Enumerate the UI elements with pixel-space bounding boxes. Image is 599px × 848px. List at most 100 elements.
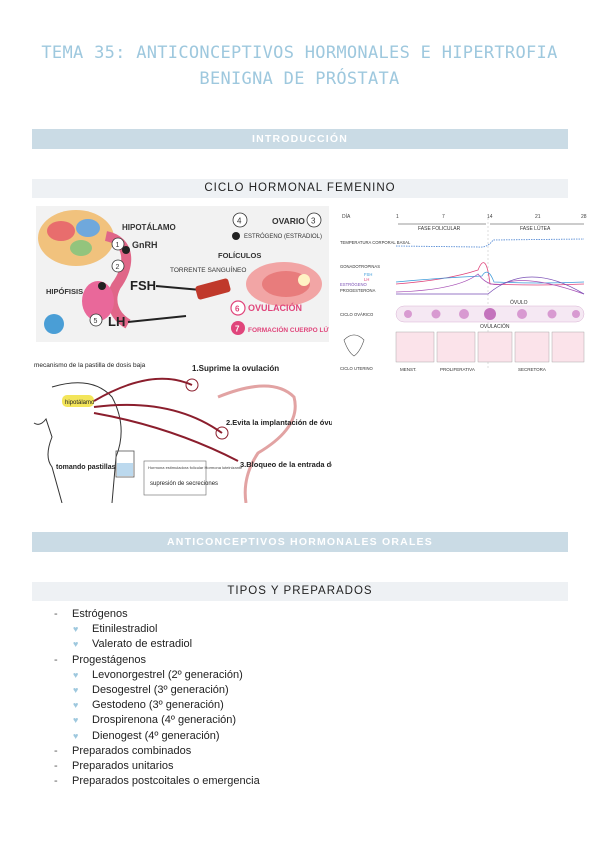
list-item: - Preparados postcoitales o emergencia	[54, 774, 554, 789]
label-ovario: OVARIO	[272, 216, 305, 226]
dash-icon: -	[54, 760, 58, 773]
list-item-label: Estrógenos	[72, 608, 128, 620]
label-menst: MENST.	[400, 367, 417, 372]
label-day-14: 14	[487, 214, 493, 220]
label-temperatura: TEMPERATURA CORPORAL BASAL	[340, 240, 411, 245]
heart-icon: ♥	[73, 715, 79, 726]
sublist: ♥ Etinilestradiol ♥ Valerato de estradiol	[72, 622, 554, 652]
label-fase-lutea: FASE LÚTEA	[520, 225, 551, 232]
head-outline	[51, 382, 122, 503]
list-item: -Progestágenos♥Levonorgestrel (2º genera…	[54, 653, 554, 744]
heart-icon: ♥	[73, 624, 79, 635]
sublist-item: ♥ Drospirenona (4º generación)	[72, 713, 554, 728]
brain-shape	[38, 210, 114, 266]
sublist-item: ♥Levonorgestrel (2º generación)	[72, 668, 554, 683]
label-fsh-curve: FSH	[364, 272, 372, 277]
sublist-item: ♥ Valerato de estradiol	[72, 637, 554, 652]
label-evita: 2.Evita la implantación de óvulos fecund…	[226, 418, 332, 427]
list-item-label: Preparados unitarios	[72, 760, 174, 773]
list-item: - Preparados combinados	[54, 744, 554, 759]
label-hipotalamo: HIPOTÁLAMO	[122, 223, 176, 232]
step-5: 5	[94, 318, 98, 325]
secretion-box	[143, 460, 207, 496]
label-tomando: tomando pastillas	[56, 464, 116, 471]
label-ovulo: ÓVULO	[510, 299, 528, 306]
figure-menstrual-cycle: DÍA 1 7 14 21 28 FASE FOLICULAR FASE LÚT…	[338, 210, 588, 376]
heart-icon: ♥	[73, 730, 79, 741]
list-item: - Preparados unitarios	[54, 759, 554, 774]
label-ciclo-ovarico: CICLO OVÁRICO	[340, 312, 374, 317]
label-day-21: 21	[535, 214, 541, 220]
label-dia: DÍA	[342, 213, 351, 220]
figure-pill-mechanism: mecanismo de la pastilla de dosis baja h…	[32, 357, 332, 503]
arrow-1	[93, 377, 193, 402]
label-hormona: Hormona estimuladora folicular Hormona l…	[148, 465, 243, 470]
list-item-label: Preparados postcoitales o emergencia	[72, 775, 260, 788]
dash-icon: -	[54, 744, 58, 757]
step-1: 1	[116, 242, 120, 249]
arrow-2	[93, 403, 223, 434]
hipotalamo-marker	[62, 395, 94, 407]
dash-icon: -	[54, 775, 58, 788]
uterus-sketch	[343, 334, 365, 357]
label-day-7: 7	[442, 214, 445, 220]
label-gnrh: GnRH	[132, 240, 158, 250]
label-lh-curve: LH	[364, 277, 369, 282]
label-day-1: 1	[396, 214, 399, 220]
pituitary-shape	[82, 281, 114, 321]
label-formacion: FORMACIÓN CUERPO LÚTEO	[248, 325, 329, 334]
tipos-list: - Estrógenos ♥ Etinilestradiol ♥ Valerato de …	[54, 607, 554, 789]
figure-hormonal-axis: HIPOTÁLAMO 1 GnRH 2 HIPÓFISIS FSH 5 LH T…	[36, 206, 329, 342]
section-header-introduccion: INTRODUCCIÓN	[32, 129, 568, 149]
sublist-item-label: Levonorgestrel (2º generación)	[92, 668, 243, 681]
uterus-outline	[217, 384, 297, 503]
label-suprime: 1.Suprime la ovulación	[192, 364, 279, 373]
sublist-item-label: Valerato de estradiol	[92, 638, 193, 651]
heart-icon: ♥	[73, 639, 79, 650]
sublist: ♥Levonorgestrel (2º generación)♥Desogest…	[72, 668, 554, 744]
label-progesterona-curve: PROGESTERONA	[340, 288, 376, 293]
step-6: 6	[235, 305, 240, 314]
sublist-item-label: Etinilestradiol	[92, 623, 158, 636]
label-secretora: SECRETORA	[518, 367, 546, 372]
menstrual-cycle-diagram: DÍA 1 7 14 21 28 FASE FOLICULAR FASE LÚT…	[338, 210, 588, 376]
label-day-28: 28	[581, 214, 587, 220]
label-mecanismo: mecanismo de la pastilla de dosis baja	[34, 362, 146, 369]
page-title: TEMA 35: ANTICONCEPTIVOS HORMONALES E HI…	[41, 43, 558, 89]
dash-icon: -	[54, 608, 58, 620]
heart-icon: ♥	[73, 685, 79, 696]
label-fsh: FSH	[130, 278, 156, 293]
glass-shape	[115, 450, 135, 478]
logo-icon	[44, 314, 64, 334]
step-4: 4	[237, 217, 242, 226]
sublist-item-label: Desogestrel (3º generación)	[92, 684, 229, 697]
subheader-ciclo-hormonal: CICLO HORMONAL FEMENINO	[32, 179, 568, 198]
step-2: 2	[116, 264, 120, 271]
label-bloqueo: 3.Bloqueo de la entrada de esperma en la…	[240, 460, 332, 469]
sublist-item: ♥ Dienogest (4º generación)	[72, 729, 554, 744]
heart-icon: ♥	[73, 700, 79, 711]
label-supresion: supresión de secreciones	[150, 481, 218, 487]
label-estrogeno: ESTRÓGENO (ESTRADIOL)	[244, 233, 322, 240]
sublist-item-label: Drospirenona (4º generación)	[92, 714, 237, 727]
blood-vessel-shape	[195, 278, 231, 300]
label-fase-folicular: FASE FOLICULAR	[418, 226, 461, 232]
dash-icon: -	[54, 653, 58, 666]
label-lh: LH	[108, 314, 125, 329]
label-ovulacion-chart: OVULACIÓN	[480, 323, 510, 330]
list-item-label: Preparados combinados	[72, 744, 192, 757]
label-hipofisis: HIPÓFISIS	[46, 287, 83, 296]
list-item-label: Progestágenos	[72, 653, 146, 666]
subheader-tipos: TIPOS Y PREPARADOS	[32, 582, 568, 601]
label-gonadotropinas: GONADOTROPINAS	[340, 264, 380, 269]
sublist-item: ♥ Etinilestradiol	[72, 622, 554, 637]
label-foliculos: FOLÍCULOS	[218, 251, 261, 260]
list-item: - Estrógenos ♥ Etinilestradiol ♥ Valerato de …	[54, 607, 554, 653]
step-3: 3	[311, 217, 316, 226]
step-7: 7	[235, 325, 240, 334]
label-ovulacion: OVULACIÓN	[248, 302, 302, 313]
pill-mechanism-illustration: mecanismo de la pastilla de dosis baja h…	[32, 357, 332, 503]
sublist-item-label: Dienogest (4º generación)	[92, 729, 220, 742]
hormonal-axis-illustration: HIPOTÁLAMO 1 GnRH 2 HIPÓFISIS FSH 5 LH T…	[36, 206, 329, 342]
